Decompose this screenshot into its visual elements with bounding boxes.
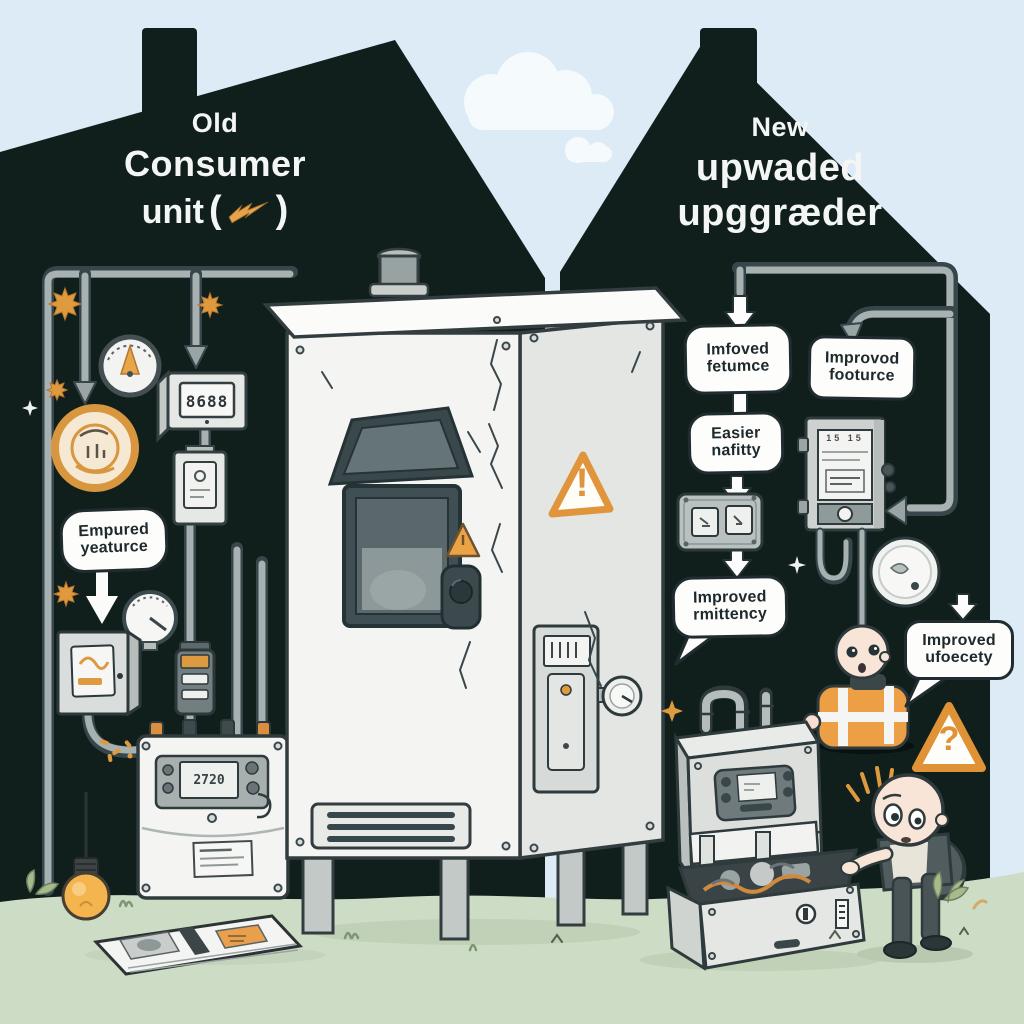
- paren: ): [275, 189, 289, 231]
- title-line: unit: [141, 193, 204, 231]
- callout-old-feature: Empured yeaturce: [58, 506, 170, 574]
- old-meter-display: 2720: [193, 772, 225, 788]
- old-meter: [136, 719, 290, 900]
- light-bulb-icon: [61, 792, 111, 921]
- callout-line: fetumce: [706, 357, 770, 376]
- title-line: Consumer: [123, 143, 307, 184]
- round-dial-icon: [597, 675, 643, 717]
- new-wiring-diagram: [676, 262, 978, 635]
- new-house-title: New upwaded upggræder: [655, 112, 905, 235]
- analog-gauge-icon: [98, 334, 162, 398]
- title-line: upggræder: [677, 192, 883, 234]
- sparkle-icon: [788, 556, 806, 574]
- surprise-lines: [846, 766, 894, 802]
- plants: [26, 868, 988, 952]
- callout-new-feature-4: Improved rmittency: [671, 574, 789, 640]
- small-meter-box: [172, 445, 228, 526]
- clouds: [464, 52, 614, 163]
- parts-box: [666, 820, 866, 971]
- homeowner-character: [840, 766, 967, 959]
- side-meter: [532, 624, 600, 794]
- callout-line: footurce: [828, 366, 895, 385]
- call-line: Improved: [922, 632, 996, 650]
- analog-gauge-icon: [122, 590, 178, 651]
- sparkle-icon: [22, 400, 38, 416]
- callout-new-feature-1: Imfoved fetumce: [683, 323, 793, 395]
- title-line: Old: [191, 108, 239, 138]
- counter-display: 8688: [185, 391, 229, 411]
- warning-triangle-icon: [445, 522, 481, 558]
- paren: (: [209, 189, 222, 231]
- confetti: [100, 739, 133, 762]
- callout-line: nafitty: [711, 441, 761, 460]
- lightning-bolt-icon: [228, 201, 268, 224]
- manual-book: [92, 914, 304, 976]
- round-dial-icon: [869, 536, 941, 608]
- old-house-title: Old Consumer unit ( ): [90, 108, 340, 234]
- worker-character: [802, 624, 914, 754]
- small-cabinet: [56, 629, 142, 717]
- callout-new-feature-5: Improved ufoecety: [904, 620, 1014, 680]
- coin-badge-icon: [51, 404, 139, 492]
- down-arrow-icon: [86, 566, 118, 624]
- smart-meter-display: 15 15: [826, 433, 864, 443]
- callout-new-feature-3: Easier nafitty: [687, 411, 785, 475]
- title-line: New: [751, 112, 809, 142]
- exclamation-mark: !: [575, 460, 589, 505]
- switch-plate: [676, 492, 764, 552]
- callout-new-feature-2: Improvod footurce: [807, 335, 917, 401]
- callout-line: yeaturce: [80, 537, 149, 558]
- title-line: upwaded: [695, 147, 865, 189]
- question-triangle-icon: [912, 702, 986, 772]
- callout-line: rmittency: [693, 605, 768, 624]
- smart-meter: [797, 416, 896, 635]
- fuse-holder: [174, 641, 216, 716]
- counter-box: [156, 369, 248, 443]
- callout-line: ufoecety: [925, 649, 993, 666]
- main-cabinet: [262, 247, 688, 941]
- door-knob: [440, 564, 482, 630]
- question-mark: ?: [938, 719, 960, 758]
- old-wiring-diagram: [22, 266, 298, 896]
- warning-triangle-icon: [548, 451, 614, 518]
